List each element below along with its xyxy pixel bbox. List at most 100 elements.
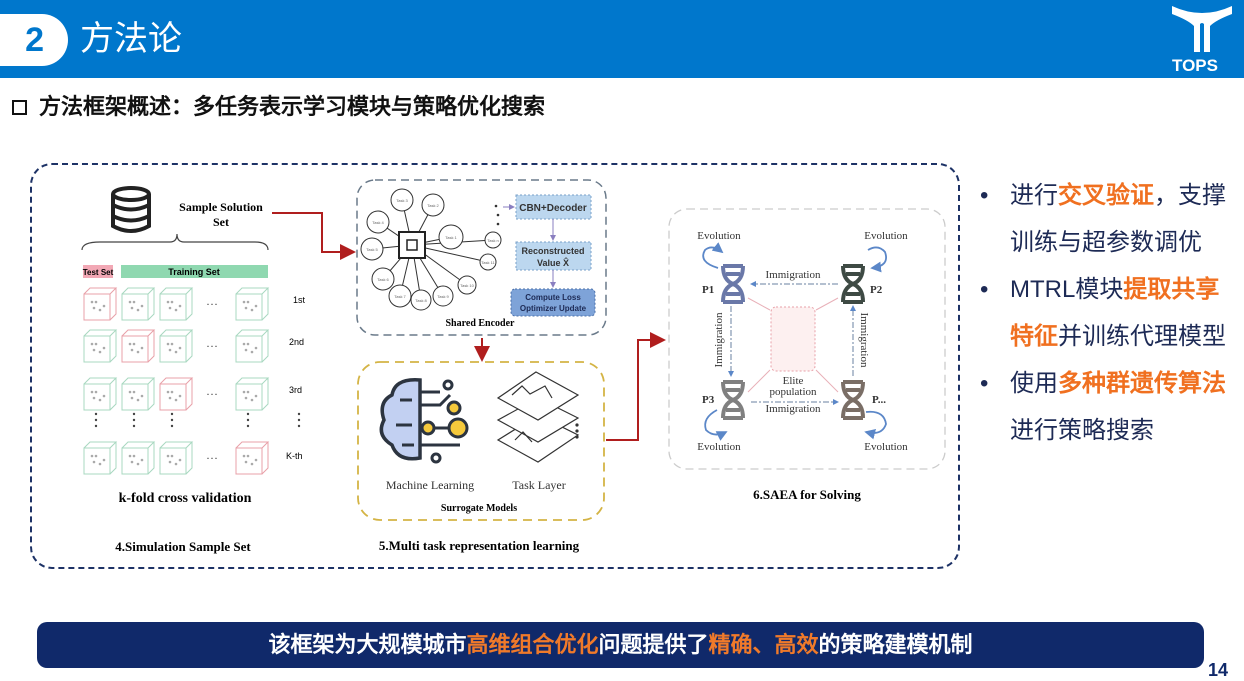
optimizer-update-label: Optimizer Update <box>520 304 587 313</box>
surrogate-box <box>357 361 605 521</box>
dna-p3-icon <box>721 380 745 420</box>
arrow-to-encoder <box>272 212 356 260</box>
bullet-text: MTRL模块 <box>1010 276 1124 303</box>
vertical-ellipsis <box>132 418 136 422</box>
task-network: Task 3 Task 2 Task 4 Task 1 Task 5 Task 6 Task… <box>360 188 502 311</box>
sample-solution-label-2: Set <box>213 215 229 229</box>
cbn-decoder-label: CBN+Decoder <box>519 203 587 214</box>
task-node: Task 7 <box>388 284 412 308</box>
vertical-ellipsis <box>246 424 250 428</box>
elite-label-2: population <box>769 386 817 398</box>
dna-pn-icon <box>841 380 865 420</box>
task-node: Task 9 <box>432 285 454 307</box>
panel5-title: 5.Multi task representation learning <box>379 538 580 553</box>
page-number: 14 <box>1208 660 1229 680</box>
task-label: Task 8 <box>415 298 427 303</box>
surrogate-models-label: Surrogate Models <box>441 503 517 514</box>
ellipsis: ··· <box>206 297 218 311</box>
task-label: Task 7 <box>394 294 406 299</box>
test-set-label: Test Set <box>83 268 114 277</box>
task-node: Task 2 <box>421 193 445 217</box>
bullet-highlight: 多种群遗传算法 <box>1058 370 1226 397</box>
section-number: 2 <box>0 14 68 66</box>
bullet-item: •MTRL模块提取共享特征并训练代理模型 <box>980 276 1226 350</box>
task-label: Task 2 <box>427 203 439 208</box>
compute-loss-label: Compute Loss <box>525 293 581 302</box>
checkbox-bullet-icon <box>12 100 27 115</box>
task-label: Task 11 <box>481 260 495 265</box>
vertical-ellipsis <box>297 424 301 428</box>
machine-learning-label: Machine Learning <box>386 478 474 492</box>
brace <box>81 233 269 251</box>
training-fold-cube <box>121 377 156 411</box>
task-label: Task 3 <box>396 198 408 203</box>
vertical-ellipsis <box>170 412 174 416</box>
chip-icon <box>398 231 426 259</box>
subtitle-text: 方法框架概述：多任务表示学习模块与策略优化搜索 <box>39 94 546 119</box>
fold-label: 3rd <box>289 385 302 395</box>
compute-loss-box <box>510 288 596 317</box>
training-fold-cube <box>83 377 118 411</box>
reconstructed-label: Reconstructed <box>521 246 584 256</box>
banner-text: 的策略建模机制 <box>818 632 973 657</box>
training-fold-cube <box>121 441 156 475</box>
population-label-p1: P1 <box>702 284 714 296</box>
panel4-title: 4.Simulation Sample Set <box>115 539 251 554</box>
task-label: Task 5 <box>366 247 378 252</box>
banner-text: 该框架为大规模城市 <box>268 632 467 657</box>
test-fold-cube <box>235 441 270 475</box>
brain-icon <box>379 378 469 464</box>
logo-text: TOPS <box>1172 56 1218 75</box>
fold-label: 1st <box>293 295 306 305</box>
population-label-p3: P3 <box>702 394 715 406</box>
task-label: Task 9 <box>437 294 449 299</box>
vertical-ellipsis <box>297 412 301 416</box>
task-node: Task 1 <box>438 224 464 250</box>
task-node: Task 8 <box>410 289 432 311</box>
bullet-highlight: 交叉验证 <box>1058 182 1154 209</box>
elite-label: Elite <box>783 375 804 387</box>
page-subtitle: 方法框架概述：多任务表示学习模块与策略优化搜索 <box>12 92 545 122</box>
task-node: Task 10 <box>457 275 477 295</box>
training-fold-cube <box>121 287 156 321</box>
population-label-pn: P... <box>872 394 886 406</box>
vertical-ellipsis <box>94 412 98 416</box>
fold-label: 2nd <box>289 337 304 347</box>
framework-frame <box>30 163 960 569</box>
test-fold-cube <box>159 377 194 411</box>
evolution-label: Evolution <box>697 230 741 242</box>
immigration-label: Immigration <box>766 269 821 281</box>
test-fold-cube <box>83 287 118 321</box>
conclusion-banner: 该框架为大规模城市高维组合优化问题提供了精确、高效的策略建模机制 <box>37 622 1204 668</box>
bullet-list: •进行交叉验证，支撑训练与超参数调优 •MTRL模块提取共享特征并训练代理模型 … <box>978 172 1238 454</box>
bullet-text: 并训练代理模型 <box>1058 323 1226 350</box>
panel6-title: 6.SAEA for Solving <box>753 487 861 502</box>
cbn-decoder-box <box>515 194 592 220</box>
dna-p2-icon <box>841 264 865 304</box>
task-layer-label: Task Layer <box>512 478 565 492</box>
training-fold-cube <box>159 329 194 363</box>
task-node: Task n <box>484 231 502 249</box>
training-set-badge <box>121 265 268 278</box>
task-label: Task 10 <box>460 283 475 288</box>
training-fold-cube <box>235 329 270 363</box>
task-node: Task 5 <box>360 237 384 261</box>
fold-label: K-th <box>286 451 303 461</box>
training-fold-cube <box>235 377 270 411</box>
training-fold-cube <box>159 287 194 321</box>
ellipsis: ··· <box>206 451 218 465</box>
vertical-ellipsis <box>94 418 98 422</box>
section-title: 方法论 <box>80 20 182 58</box>
vertical-ellipsis <box>132 412 136 416</box>
task-node: Task 6 <box>371 267 395 291</box>
training-fold-cube <box>235 287 270 321</box>
task-node: Task 4 <box>366 210 390 234</box>
database-icon <box>111 186 151 233</box>
bullet-text: 使用 <box>1010 370 1058 397</box>
bullet-text: 进行 <box>1010 182 1058 209</box>
arrow-to-saea <box>606 332 666 441</box>
immigration-label: Immigration <box>858 313 870 368</box>
training-fold-cube <box>83 329 118 363</box>
population-label-p2: P2 <box>870 284 883 296</box>
